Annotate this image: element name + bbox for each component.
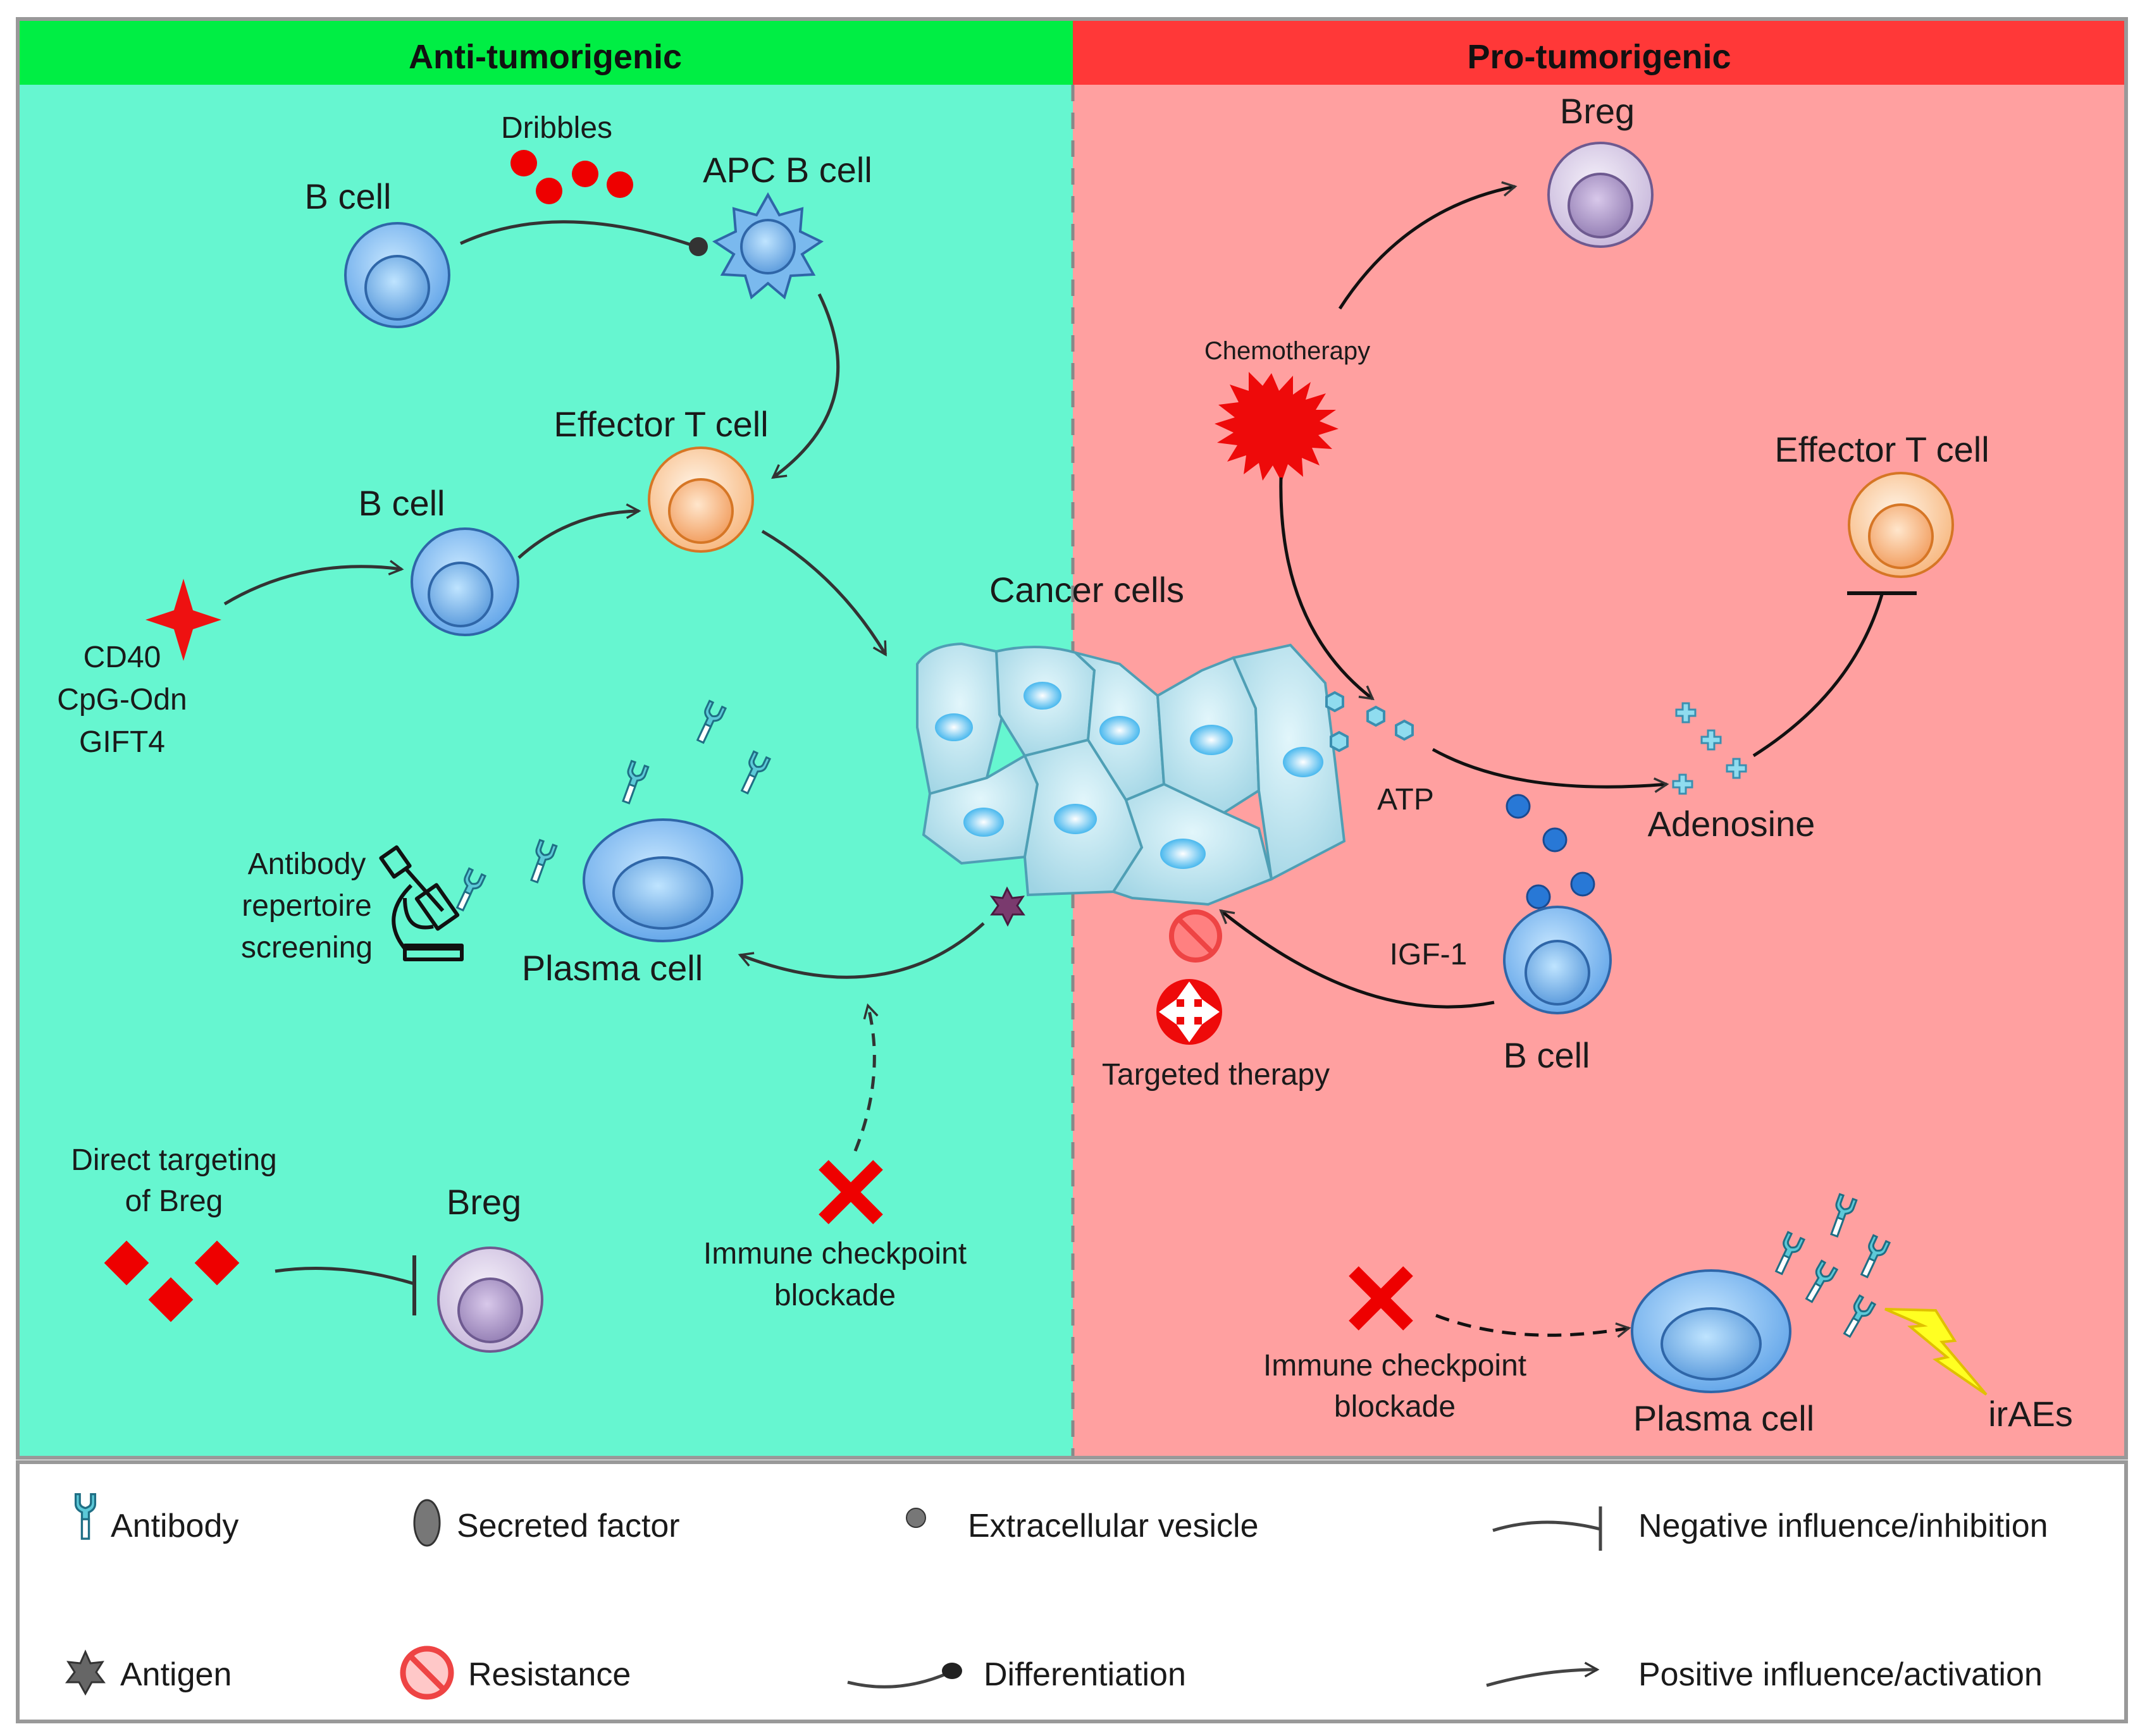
icb-anti-line2: blockade — [774, 1279, 896, 1312]
effector-t-cell-label: Effector T cell — [554, 404, 768, 444]
differentiation-endpoint — [689, 237, 708, 256]
pro-panel-title: Pro-tumorigenic — [1467, 38, 1731, 76]
atp-label: ATP — [1377, 783, 1434, 816]
b-cell-mid-label: B cell — [359, 483, 445, 523]
arrow-cancer-to-plasma — [738, 922, 985, 979]
positive-influence-legend-icon — [1486, 1661, 1600, 1687]
effector-t-cell — [648, 446, 754, 553]
icb-anti-line1: Immune checkpoint — [703, 1237, 967, 1271]
breg-anti-label: Breg — [447, 1182, 521, 1222]
b-cell-pro — [1503, 906, 1612, 1014]
arrow-bcell-to-cancer — [1219, 909, 1495, 1009]
adenosine-molecules — [1672, 702, 1747, 795]
b-cell-pro-label: B cell — [1504, 1035, 1590, 1075]
arrow-effector-to-cancer — [761, 529, 888, 657]
igf1-label: IGF-1 — [1390, 938, 1468, 971]
atp-molecules — [1325, 691, 1414, 753]
anti-panel-title: Anti-tumorigenic — [409, 38, 682, 76]
legend-differentiation: Differentiation — [984, 1656, 1186, 1693]
apc-b-cell-label: APC B cell — [703, 150, 872, 190]
breg-pro-label: Breg — [1560, 91, 1635, 131]
arrow-cd40-to-bcell — [223, 560, 404, 606]
lightning-icon — [1884, 1308, 1988, 1396]
cd40-label: CD40 — [83, 641, 161, 674]
extracellular-vesicle-icon — [906, 1508, 926, 1528]
antibody-repertoire-line1: Antibody — [248, 847, 366, 881]
direct-targeting-line2: of Breg — [125, 1185, 223, 1218]
antigen-legend-icon — [65, 1649, 106, 1696]
legend-extracellular-vesicle: Extracellular vesicle — [968, 1508, 1259, 1544]
icb-pro-line1: Immune checkpoint — [1263, 1349, 1526, 1382]
legend-resistance: Resistance — [468, 1656, 631, 1693]
effector-t-cell-pro-label: Effector T cell — [1774, 429, 1989, 469]
dashed-arrow-icb-pro — [1435, 1314, 1631, 1338]
inhibition-line-adenosine — [1752, 594, 1884, 758]
differentiation-arrow-b-to-apc — [459, 220, 693, 247]
chemotherapy-burst — [1215, 372, 1339, 482]
legend-antigen: Antigen — [120, 1656, 232, 1693]
resistance-legend-icon — [400, 1646, 454, 1700]
adenosine-label: Adenosine — [1648, 804, 1815, 844]
microscope-icon — [379, 845, 464, 961]
legend-box — [16, 1460, 2128, 1723]
anti-panel-header — [18, 19, 1073, 85]
direct-targeting-line1: Direct targeting — [71, 1143, 276, 1177]
differentiation-legend-icon — [847, 1671, 950, 1689]
breg-cell-pro — [1547, 142, 1654, 248]
antigen-icon — [989, 886, 1025, 927]
apc-b-cell — [712, 192, 824, 300]
dashed-arrow-icb-anti — [853, 1003, 879, 1152]
targeted-therapy-label: Targeted therapy — [1102, 1058, 1330, 1092]
b-cell-mid — [411, 527, 519, 636]
arrow-chemo-to-atp — [1279, 477, 1375, 701]
arrow-atp-to-adenosine — [1432, 748, 1669, 793]
b-cell-top — [344, 222, 450, 328]
negative-influence-icon — [1492, 1520, 1601, 1532]
icb-pro-line2: blockade — [1334, 1390, 1456, 1424]
plasma-cell-anti — [583, 818, 743, 942]
arrow-chemo-to-breg — [1338, 181, 1518, 310]
legend-positive-influence: Positive influence/activation — [1638, 1656, 2043, 1693]
icb-x-icon-pro — [1349, 1266, 1413, 1331]
legend-negative-influence: Negative influence/inhibition — [1638, 1508, 2048, 1544]
targeted-therapy-icon — [1156, 979, 1222, 1045]
legend-antibody: Antibody — [111, 1508, 238, 1544]
plasma-cell-pro — [1631, 1269, 1791, 1393]
secreted-factor-icon — [413, 1499, 441, 1547]
diagram-border — [16, 17, 2128, 1460]
legend-secreted-factor: Secreted factor — [457, 1508, 680, 1544]
cancer-cell-nuclei — [935, 682, 1323, 869]
differentiation-legend-end — [942, 1663, 962, 1679]
cancer-cells-label: Cancer cells — [989, 570, 1184, 610]
iraes-label: irAEs — [1988, 1394, 2073, 1434]
plasma-cell-pro-label: Plasma cell — [1633, 1398, 1814, 1438]
icb-x-icon-anti — [819, 1160, 883, 1224]
gift4-label: GIFT4 — [79, 725, 165, 759]
arrow-apc-to-effector — [771, 293, 840, 479]
arrow-bcell-to-effector — [517, 503, 641, 559]
pro-panel-header — [1073, 19, 2126, 85]
dribbles-label: Dribbles — [501, 111, 612, 145]
antibody-repertoire-line3: screening — [241, 931, 373, 964]
chemotherapy-label: Chemotherapy — [1204, 337, 1370, 365]
effector-t-cell-pro — [1848, 472, 1954, 578]
b-cell-top-label: B cell — [305, 176, 392, 216]
dribbles-vesicles — [510, 150, 633, 204]
plasma-cell-anti-label: Plasma cell — [522, 948, 703, 988]
resistance-icon — [1169, 909, 1222, 963]
inhibition-line-breg — [275, 1267, 415, 1286]
cd40-agonist-star — [145, 579, 221, 661]
antibody-repertoire-line2: repertoire — [242, 889, 371, 923]
igf1-factors — [1506, 794, 1595, 909]
breg-cell-anti — [437, 1247, 543, 1353]
anti-panel-bg — [18, 19, 1073, 1458]
cpg-odn-label: CpG-Odn — [57, 683, 187, 717]
